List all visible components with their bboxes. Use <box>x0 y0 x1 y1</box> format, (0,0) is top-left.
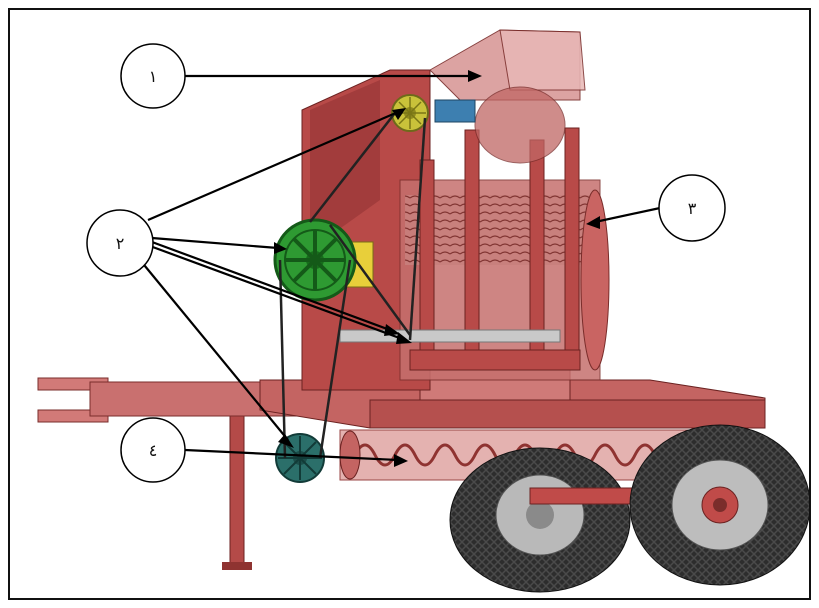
support-leg <box>222 409 252 570</box>
callout-4-label: ٤ <box>149 441 158 460</box>
front-wheel <box>629 424 809 586</box>
callout-1-label: ١ <box>149 67 158 86</box>
callout-2: ٢ <box>86 209 154 277</box>
callout-3: ٣ <box>658 174 726 242</box>
callout-2-label: ٢ <box>116 234 125 253</box>
bottom-pulley <box>275 433 325 483</box>
callout-3-label: ٣ <box>688 199 697 218</box>
drive-belts <box>278 112 427 459</box>
callout-1: ١ <box>120 43 186 109</box>
top-pulley <box>391 94 429 132</box>
chassis <box>259 369 766 429</box>
large-pulley <box>273 218 374 302</box>
rear-wheel <box>449 447 631 593</box>
arrow-heads <box>274 70 600 467</box>
callout-4: ٤ <box>120 417 186 483</box>
hopper <box>429 29 586 164</box>
leader-lines <box>139 74 661 462</box>
figure-frame: ١ ٢ ٣ ٤ <box>8 8 811 600</box>
machine-diagram: ١ ٢ ٣ ٤ <box>37 29 809 593</box>
